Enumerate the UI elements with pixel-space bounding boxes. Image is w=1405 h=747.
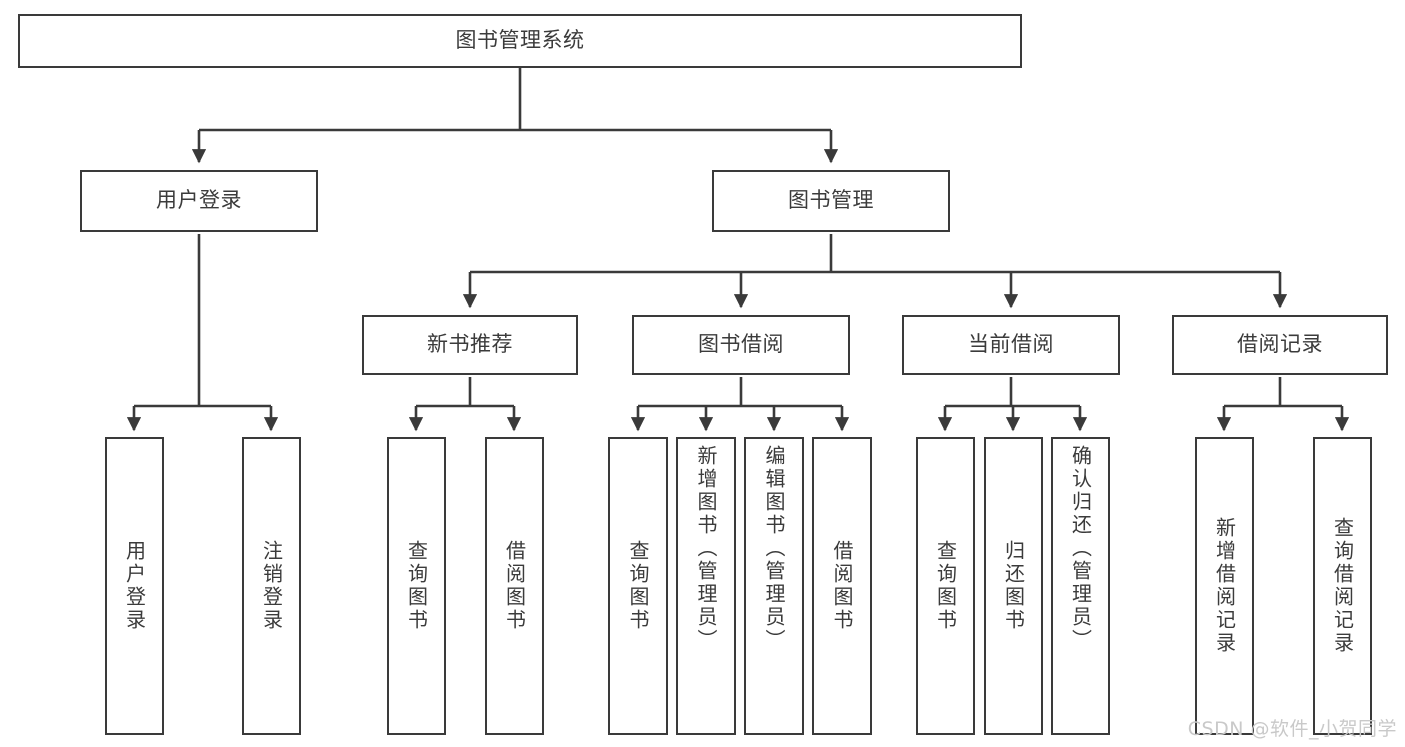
leaf-bb-edit-book[interactable]: 编辑图书（管理员） <box>744 437 804 735</box>
leaf-nb-borrow-book-label: 借阅图书 <box>502 540 527 632</box>
node-current-borrow-label: 当前借阅 <box>968 332 1054 357</box>
leaf-bb-borrow-book[interactable]: 借阅图书 <box>812 437 872 735</box>
leaf-logout[interactable]: 注销登录 <box>242 437 301 735</box>
node-book-management[interactable]: 图书管理 <box>712 170 950 232</box>
leaf-cb-return-book[interactable]: 归还图书 <box>984 437 1043 735</box>
node-user-login-label: 用户登录 <box>156 188 242 213</box>
leaf-br-add-record-label: 新增借阅记录 <box>1212 517 1237 655</box>
node-root-book-management-system[interactable]: 图书管理系统 <box>18 14 1022 68</box>
node-book-borrow[interactable]: 图书借阅 <box>632 315 850 375</box>
leaf-bb-query-book-label: 查询图书 <box>626 540 650 632</box>
node-book-management-label: 图书管理 <box>788 188 874 213</box>
leaf-nb-borrow-book[interactable]: 借阅图书 <box>485 437 544 735</box>
leaf-br-query-record[interactable]: 查询借阅记录 <box>1313 437 1372 735</box>
node-user-login[interactable]: 用户登录 <box>80 170 318 232</box>
leaf-cb-confirm-return-label: 确认归还（管理员） <box>1068 445 1093 652</box>
node-book-borrow-label: 图书借阅 <box>698 332 784 357</box>
leaf-user-login[interactable]: 用户登录 <box>105 437 164 735</box>
node-borrow-record-label: 借阅记录 <box>1237 332 1323 357</box>
leaf-cb-return-book-label: 归还图书 <box>1001 540 1026 632</box>
leaf-logout-label: 注销登录 <box>259 540 284 632</box>
leaf-cb-query-book-label: 查询图书 <box>933 540 958 632</box>
leaf-br-add-record[interactable]: 新增借阅记录 <box>1195 437 1254 735</box>
leaf-nb-query-book-label: 查询图书 <box>404 540 429 632</box>
csdn-watermark: CSDN @软件_小贺同学 <box>1187 718 1397 740</box>
node-root-label: 图书管理系统 <box>455 28 585 53</box>
leaf-user-login-label: 用户登录 <box>122 540 147 632</box>
node-new-book-recommend-label: 新书推荐 <box>427 332 513 357</box>
leaf-bb-add-book-label: 新增图书（管理员） <box>694 445 718 652</box>
leaf-bb-query-book[interactable]: 查询图书 <box>608 437 668 735</box>
leaf-bb-add-book[interactable]: 新增图书（管理员） <box>676 437 736 735</box>
leaf-bb-borrow-book-label: 借阅图书 <box>830 540 854 632</box>
leaf-cb-confirm-return[interactable]: 确认归还（管理员） <box>1051 437 1110 735</box>
leaf-nb-query-book[interactable]: 查询图书 <box>387 437 446 735</box>
node-borrow-record[interactable]: 借阅记录 <box>1172 315 1388 375</box>
node-current-borrow[interactable]: 当前借阅 <box>902 315 1120 375</box>
leaf-bb-edit-book-label: 编辑图书（管理员） <box>762 445 786 652</box>
node-new-book-recommend[interactable]: 新书推荐 <box>362 315 578 375</box>
leaf-br-query-record-label: 查询借阅记录 <box>1330 517 1355 655</box>
leaf-cb-query-book[interactable]: 查询图书 <box>916 437 975 735</box>
